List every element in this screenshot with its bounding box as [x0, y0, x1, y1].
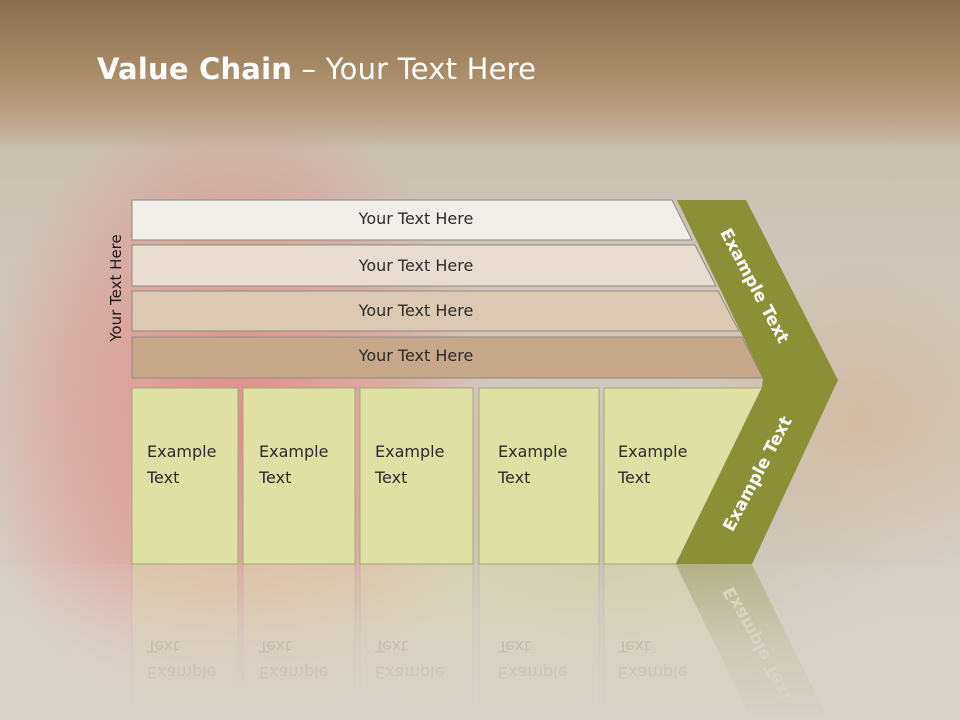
reflection-fade: [0, 564, 960, 720]
activity-cell-4: [478, 387, 600, 565]
slide-title: Value Chain – Your Text Here: [97, 52, 536, 86]
bar-label-1: Your Text Here: [358, 209, 474, 228]
activity-cell-2: [242, 387, 356, 565]
activity-cell-1: [131, 387, 239, 565]
bar-label-2: Your Text Here: [358, 256, 474, 275]
activity-cell-3: [359, 387, 474, 565]
bar-2: [131, 244, 717, 287]
bar-3: [131, 290, 740, 332]
bar-label-4: Your Text Here: [358, 346, 474, 365]
bar-1: [131, 199, 693, 241]
header-band: [0, 0, 960, 150]
chevron-arrow: [676, 200, 838, 564]
bar-label-3: Your Text Here: [358, 301, 474, 320]
title-rest: – Your Text Here: [292, 52, 537, 86]
title-bold: Value Chain: [97, 52, 293, 86]
